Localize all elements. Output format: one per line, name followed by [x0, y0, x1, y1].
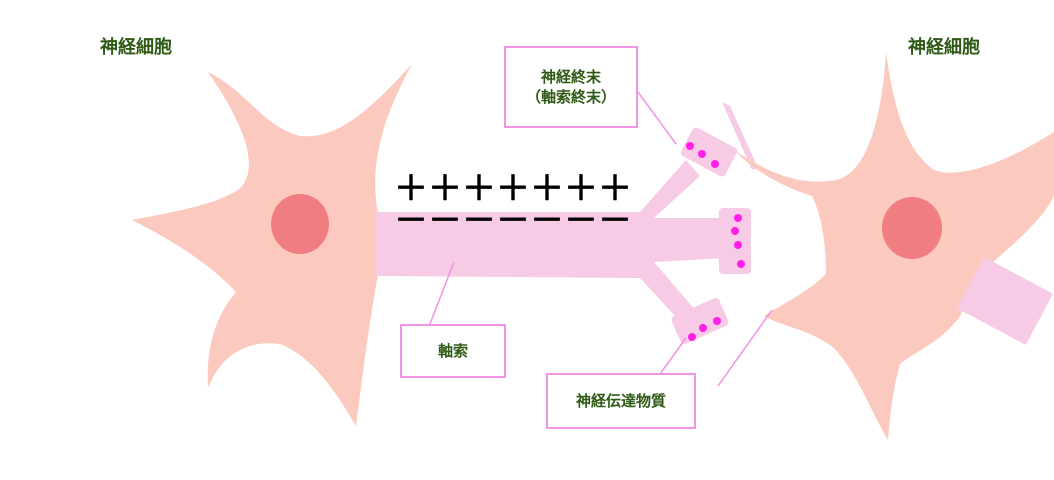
- leader-line-neurotransmitter: [659, 337, 687, 375]
- axon-terminal-callout: 神経終末 （軸索終末）: [504, 46, 638, 128]
- right-neuron-axon-stub: [956, 257, 1054, 345]
- vesicle: [686, 142, 694, 150]
- synaptic-vesicles: [686, 142, 745, 341]
- neurotransmitter-label: 神経伝達物質: [575, 391, 666, 410]
- vesicle: [688, 333, 696, 341]
- right-neuron-label: 神経細胞: [908, 37, 980, 58]
- right-neuron-dendrite-tip: [722, 102, 758, 170]
- negative-charges: －－－－－－－: [394, 201, 632, 241]
- left-neuron-nucleus: [271, 194, 329, 254]
- vesicle: [711, 160, 719, 168]
- axon-callout: 軸索: [400, 324, 506, 378]
- axon-terminal-middle: [719, 208, 751, 274]
- leader-line-axon-terminal: [637, 91, 677, 145]
- left-neuron-label: 神経細胞: [100, 37, 172, 58]
- axon-terminal-label: 神経終末: [540, 67, 601, 86]
- left-neuron-body: [132, 64, 412, 426]
- axon-terminal-bottom: [671, 298, 729, 344]
- vesicle: [734, 214, 742, 222]
- leader-line-synapse: [717, 309, 773, 387]
- neurotransmitter-callout: 神経伝達物質: [546, 373, 696, 429]
- vesicle: [713, 317, 721, 325]
- vesicle: [734, 241, 742, 249]
- vesicle: [731, 227, 739, 235]
- axon-label: 軸索: [437, 341, 468, 360]
- positive-charges: ＋＋＋＋＋＋＋: [394, 169, 632, 209]
- vesicle: [698, 150, 706, 158]
- vesicle: [737, 260, 745, 268]
- axon-terminal-sublabel: （軸索終末）: [525, 88, 616, 106]
- vesicle: [699, 324, 707, 332]
- axon-terminal-top: [680, 127, 738, 177]
- leader-lines: [429, 91, 773, 387]
- right-neuron-nucleus: [882, 197, 942, 259]
- axon: [376, 160, 724, 330]
- leader-line-axon: [429, 261, 455, 325]
